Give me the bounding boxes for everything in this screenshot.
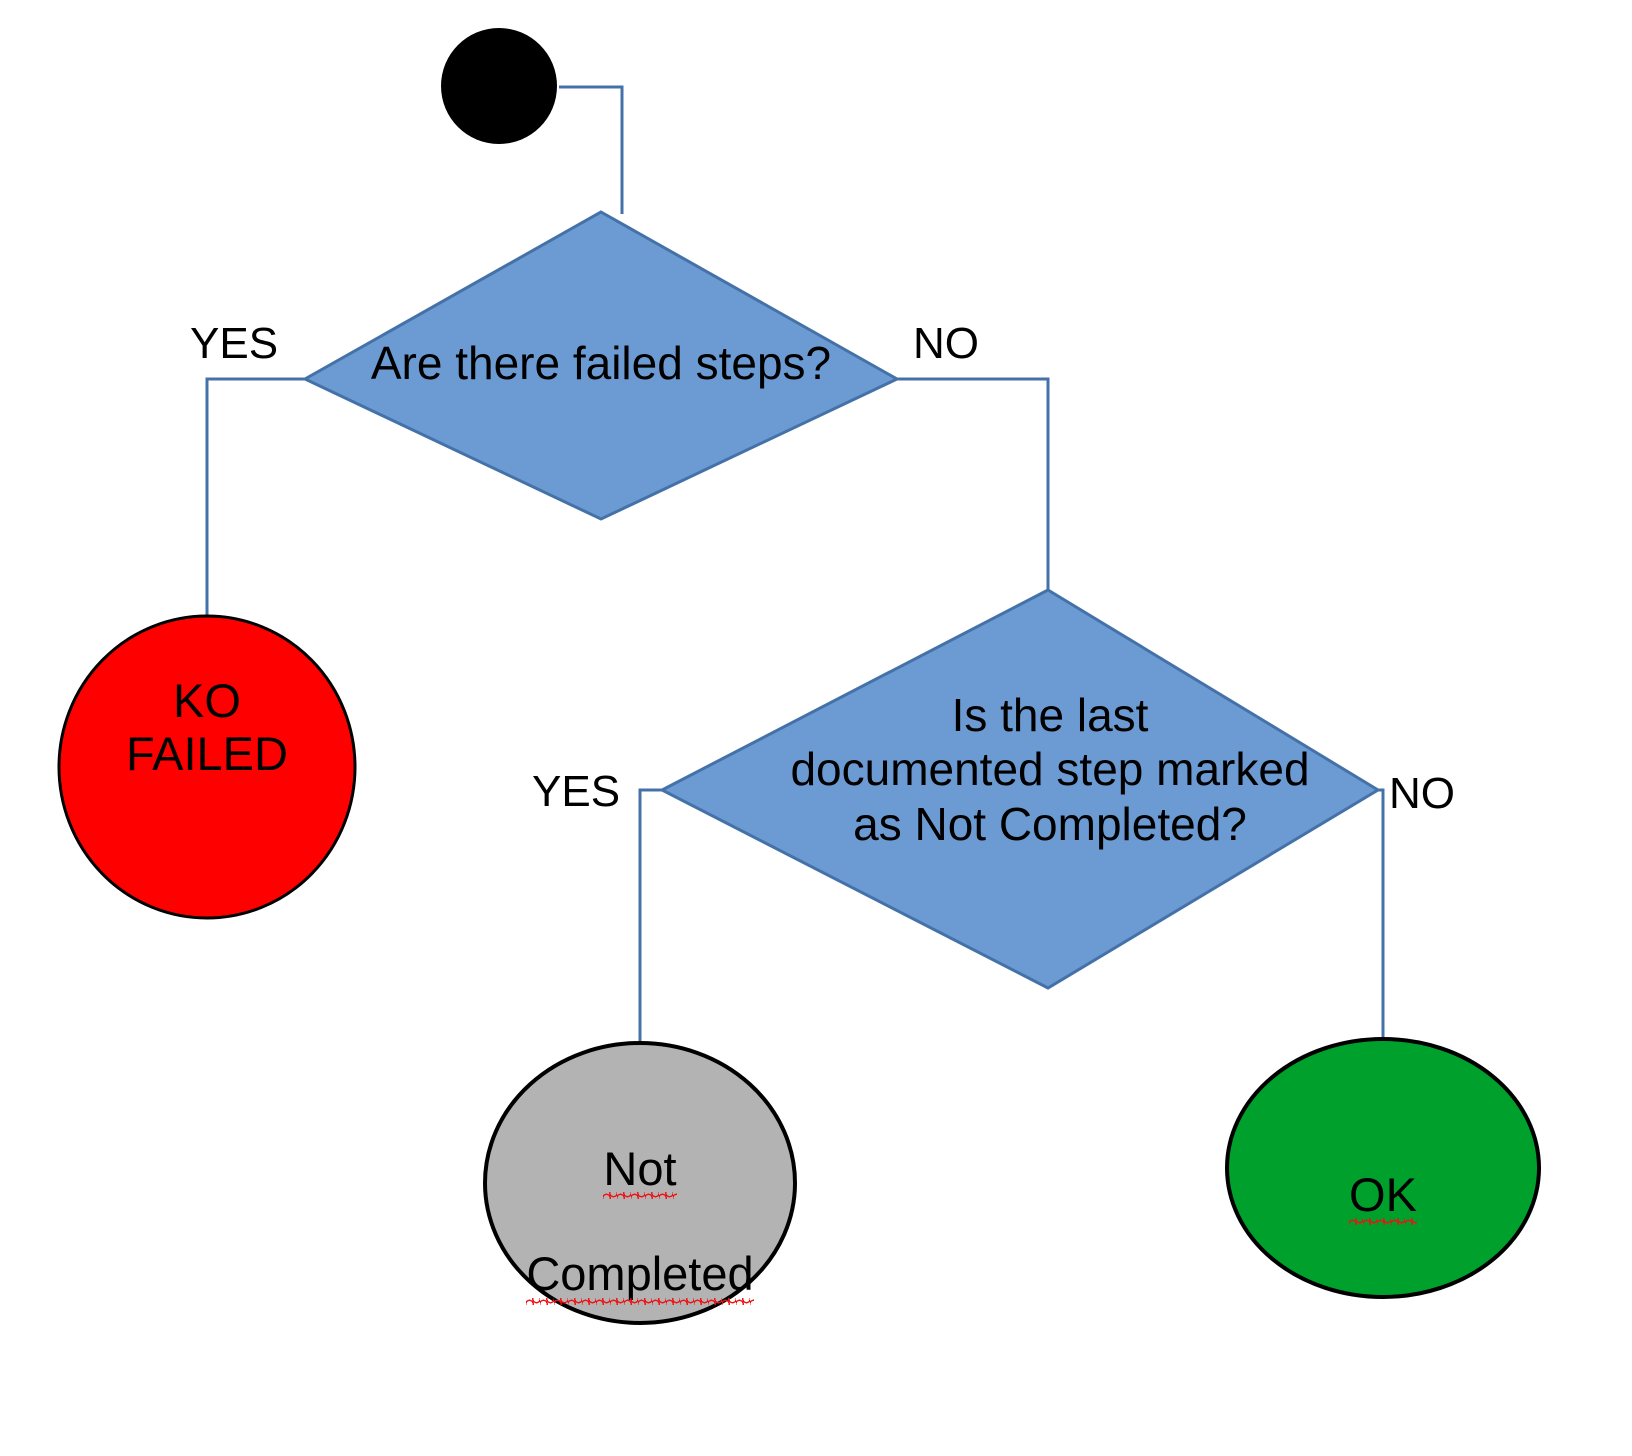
decision-is-last-documented-step-not-completed-shape[interactable] [658,588,1381,990]
edge-label-decision1-yes: YES [190,319,279,368]
decision-are-there-failed-steps-shape[interactable] [301,210,901,521]
terminal-ko-failed-shape[interactable] [57,614,357,920]
decision-is-last-documented-step-not-completed-label: Is the last documented step marked as No… [790,689,1310,850]
terminal-ok-shape[interactable] [1225,1037,1541,1299]
decision-are-there-failed-steps-label: Are there failed steps? [370,337,832,389]
edge-label-decision2-yes: YES [532,767,621,816]
edge-label-decision1-no: NO [913,319,979,368]
terminal-not-completed-shape[interactable] [483,1041,797,1325]
connector-start-to-decision1 [559,85,624,214]
connector-decision1-no-to-decision2 [897,377,1050,592]
connector-decision1-yes-to-ko [205,377,305,617]
edge-label-decision2-no: NO [1389,769,1455,818]
start-node[interactable] [441,28,557,144]
connector-decision2-yes-to-not-completed [638,788,662,1047]
